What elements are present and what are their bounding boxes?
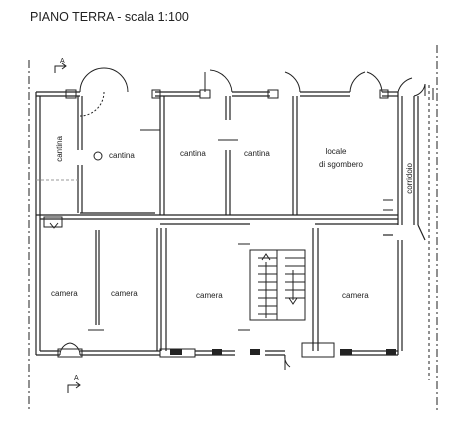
stair (249, 249, 306, 321)
door-swing-icon-bottom-1 (59, 342, 81, 356)
room-label-cantina-1: cantina (109, 151, 135, 160)
door-swing-icon-top-5 (349, 71, 383, 93)
stair-arrow-icon (261, 253, 298, 318)
section-arrow-top-icon (54, 62, 67, 73)
outer-wall-left (35, 92, 41, 355)
room-label-camera-2: camera (111, 289, 138, 298)
room-label-camera-4: camera (342, 291, 369, 300)
room-label-camera-3: camera (196, 291, 223, 300)
door-swing-icon-top-2 (79, 91, 105, 117)
room-label-cantina-2: cantina (180, 149, 206, 158)
interior-wall-middle (36, 212, 398, 225)
door-swing-icon-top-6 (397, 77, 426, 97)
room-label-cantina-3: cantina (244, 149, 270, 158)
interior-walls-upper (77, 96, 298, 215)
door-swing-icon-top-1 (79, 67, 129, 93)
door-swing-icon-top-3 (204, 69, 233, 93)
section-letter-bottom: A (74, 375, 79, 382)
room-label-camera-1: camera (51, 289, 78, 298)
column-marker-icon (93, 151, 103, 161)
plan-title: PIANO TERRA - scala 1:100 (30, 10, 189, 24)
interior-walls-lower (95, 228, 393, 351)
outer-wall-top (36, 91, 398, 97)
door-swing-icon-top-4 (284, 71, 301, 93)
room-label-corridoio: corridoio (405, 163, 414, 194)
room-label-locale: locale (325, 147, 347, 156)
section-arrow-bottom-icon (67, 381, 81, 393)
windows-top (65, 89, 389, 99)
outer-wall-right (397, 92, 426, 355)
section-letter-top: A (60, 58, 65, 65)
door-swing-icon-bottom-2 (284, 354, 291, 370)
room-label-cantina-vertical: cantina (55, 136, 64, 162)
room-label-di-sgombero: di sgombero (318, 160, 364, 169)
